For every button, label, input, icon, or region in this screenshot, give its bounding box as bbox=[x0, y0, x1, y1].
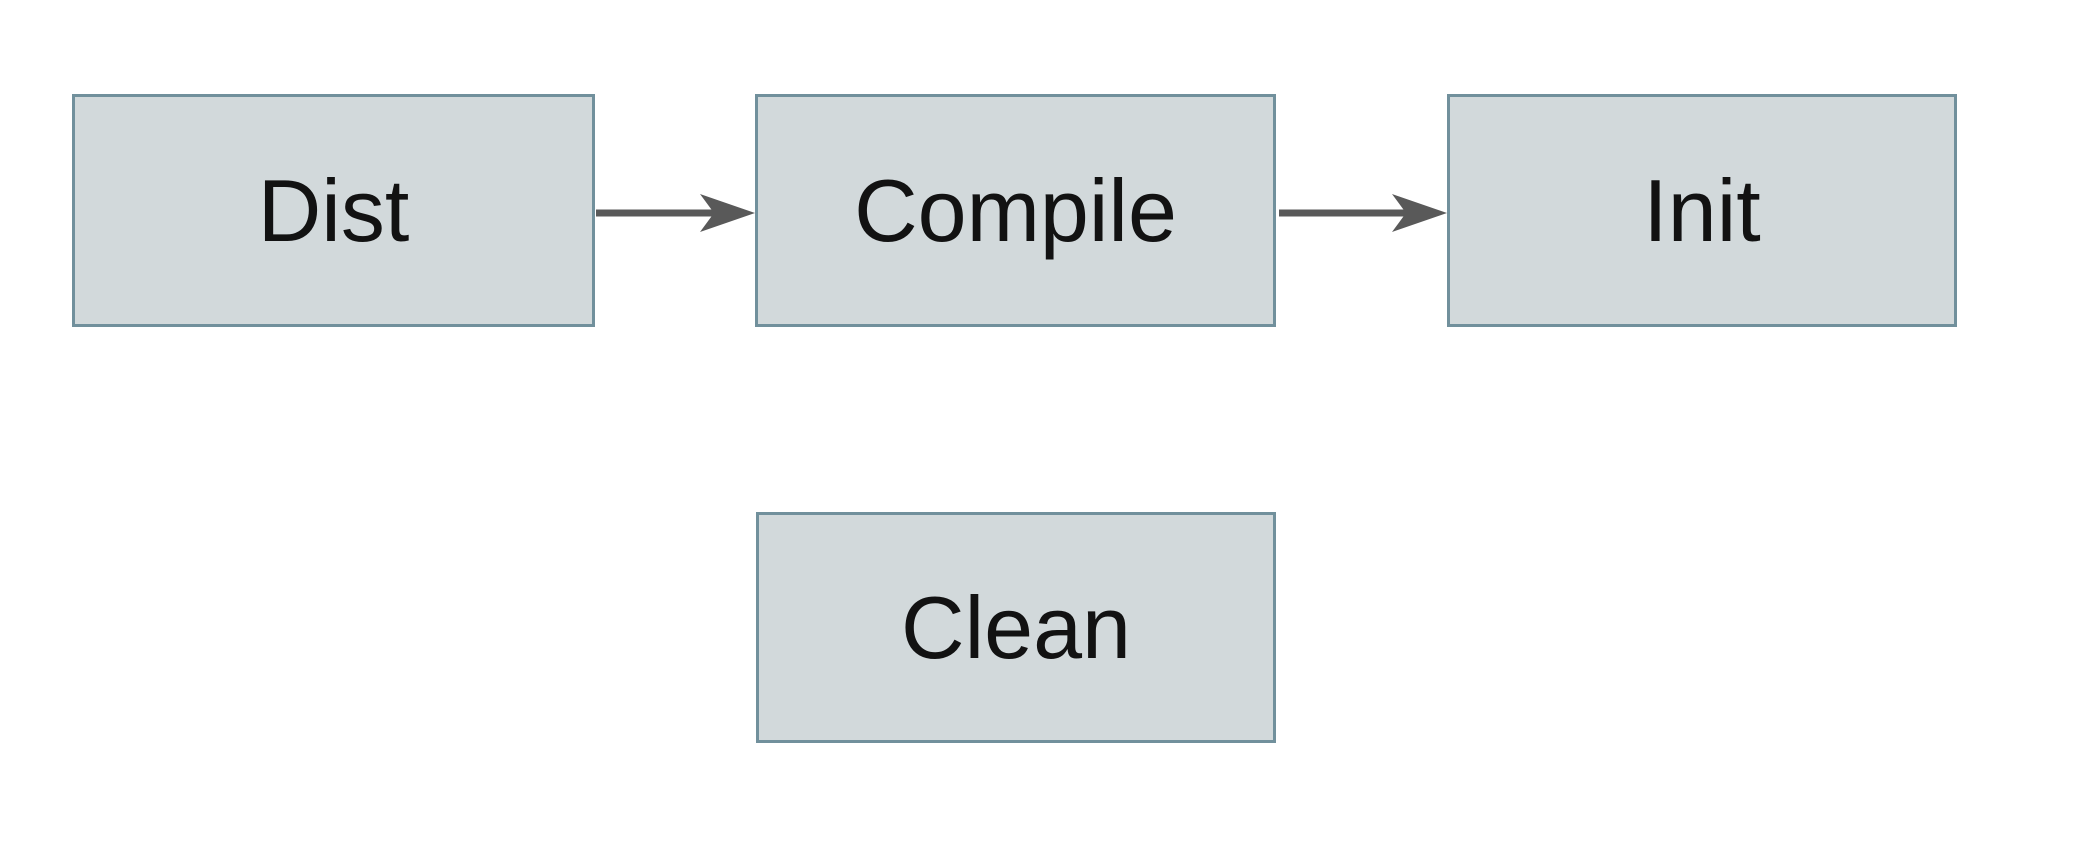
node-dist: Dist bbox=[72, 94, 595, 327]
node-compile-label: Compile bbox=[854, 160, 1177, 260]
node-compile: Compile bbox=[755, 94, 1276, 327]
node-init-label: Init bbox=[1643, 160, 1761, 260]
node-dist-label: Dist bbox=[257, 160, 410, 260]
edge-dist-to-compile bbox=[596, 194, 755, 232]
edge-compile-to-init bbox=[1279, 194, 1447, 232]
node-clean: Clean bbox=[756, 512, 1276, 743]
node-init: Init bbox=[1447, 94, 1957, 327]
node-clean-label: Clean bbox=[901, 577, 1131, 677]
